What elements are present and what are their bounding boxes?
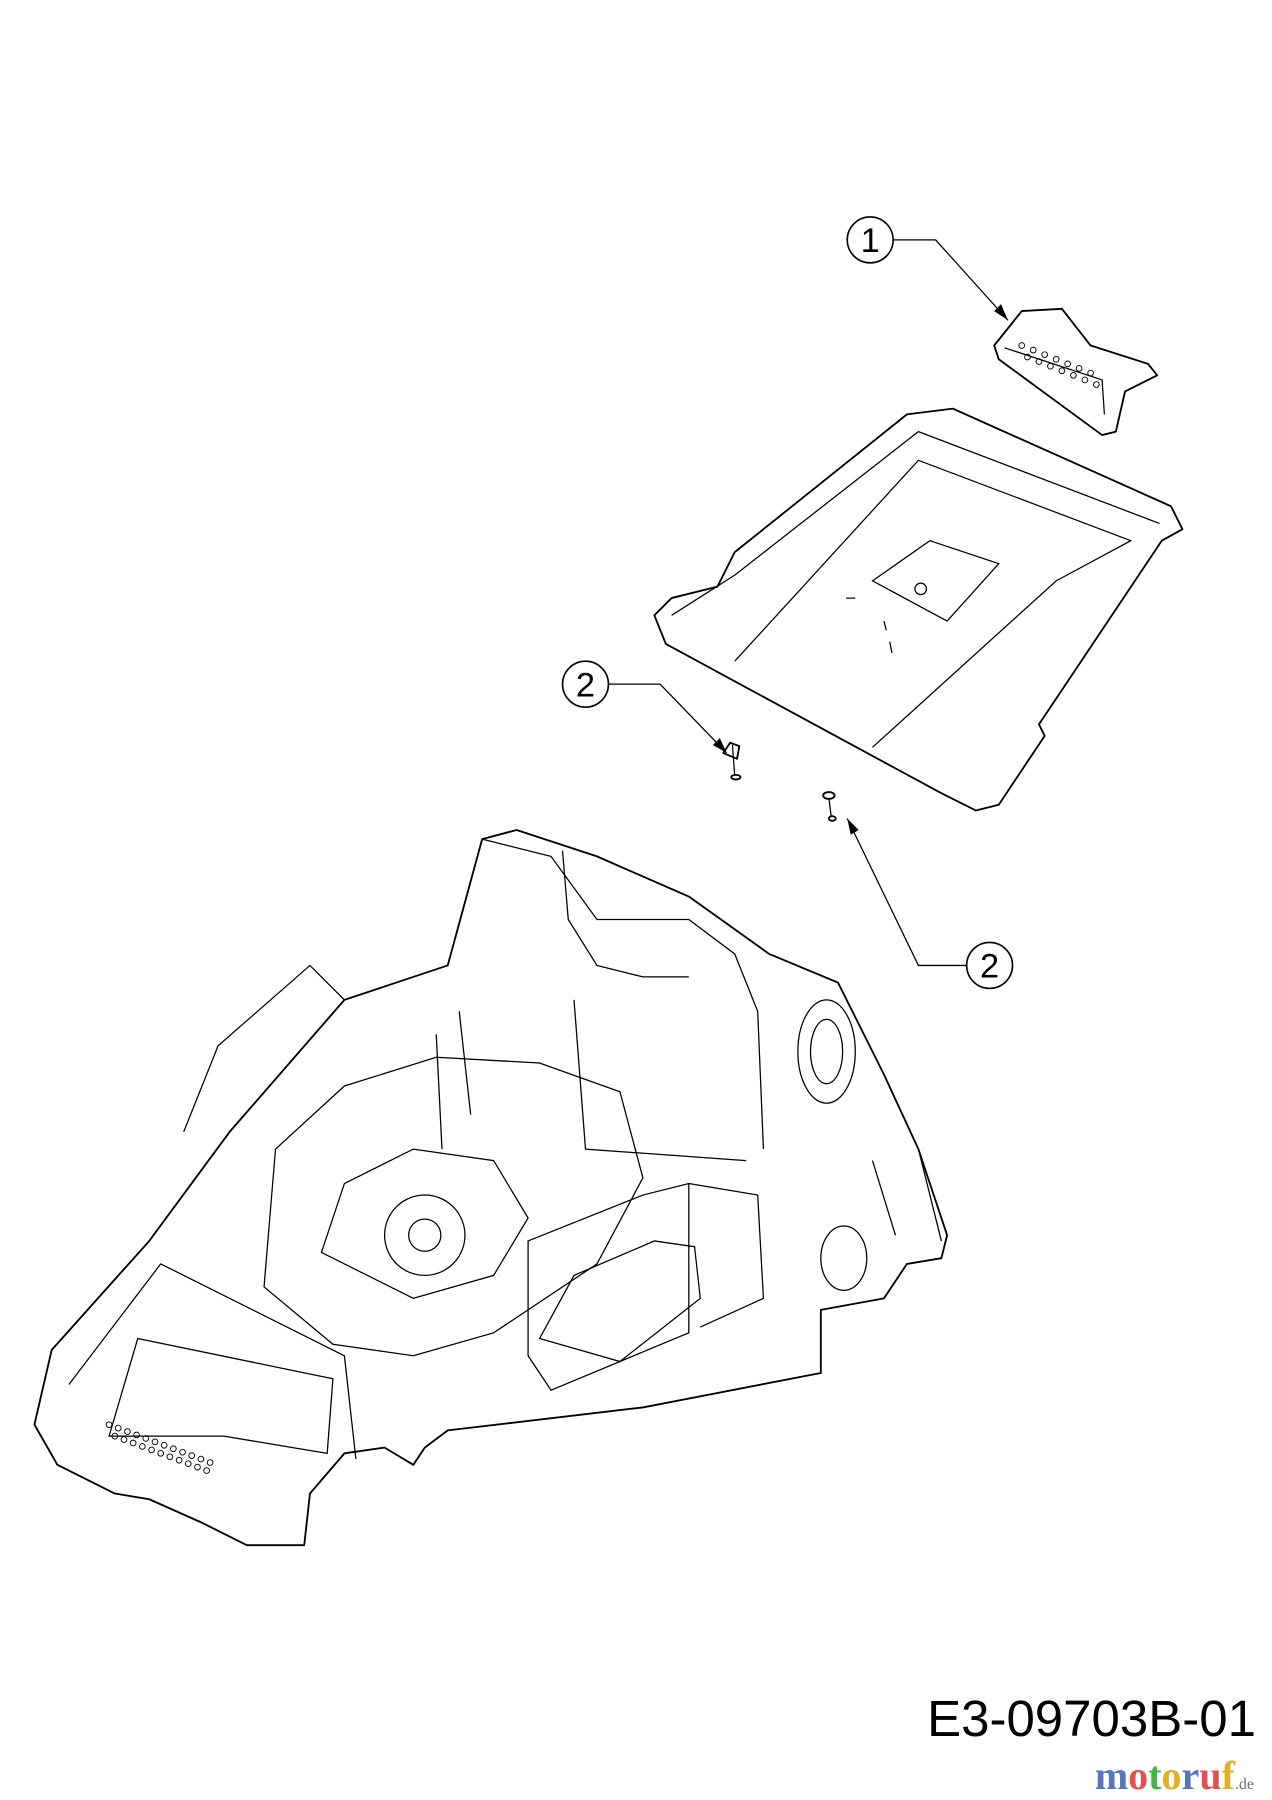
part-handle-cover [993, 307, 1159, 436]
drawing-code: E3-09703B-01 [927, 1690, 1256, 1747]
callout-2-right: 2 [846, 818, 1014, 990]
callout-label: 1 [861, 222, 880, 260]
part-screw [822, 791, 837, 822]
callout-label: 2 [980, 948, 999, 986]
callout-1: 1 [846, 216, 1009, 321]
part-screw [722, 741, 742, 781]
watermark-logo: motoruf.de [1094, 1753, 1254, 1798]
part-mower-housing [33, 829, 949, 1547]
callout-label: 2 [576, 666, 595, 704]
callout-2-left: 2 [561, 660, 728, 754]
part-top-cover [653, 407, 1184, 812]
